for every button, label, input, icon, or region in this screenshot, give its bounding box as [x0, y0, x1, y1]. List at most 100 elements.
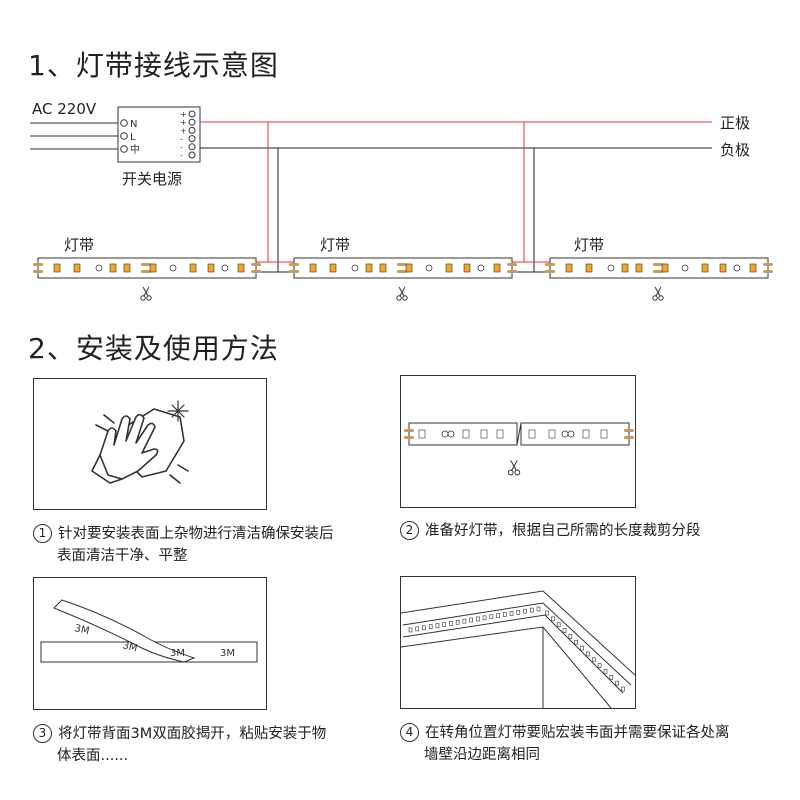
psu-output-terminal: + — [180, 110, 187, 119]
step1-text-line1: 针对要安装表面上杂物进行清洁确保安装后 — [58, 526, 334, 542]
led-chip — [580, 645, 584, 651]
strip-label-3: 灯带 — [574, 236, 605, 254]
led-strip — [520, 422, 634, 446]
led-chip — [509, 611, 514, 616]
strip-label-1: 灯带 — [64, 236, 95, 254]
resistor — [567, 430, 575, 438]
step3-illustration: 3M 3M 3M 3M — [33, 577, 267, 710]
copper-pad — [289, 263, 299, 266]
tape-label-4: 3M — [220, 648, 235, 659]
copper-pad — [404, 436, 414, 439]
power-supply-label: 开关电源 — [122, 170, 183, 188]
psu-input-terminal: L — [130, 132, 136, 143]
step4-text-line1: 在转角位置灯带要贴宏装韦面并需要保证各处离 — [425, 725, 730, 741]
copper-pad — [653, 270, 663, 273]
step2-number: 2 — [400, 521, 419, 540]
led-chip — [415, 626, 420, 632]
led-chip — [551, 616, 555, 622]
led-chip — [701, 263, 709, 273]
copper-pad — [33, 263, 43, 266]
copper-pad — [397, 270, 407, 273]
led-chip — [562, 628, 567, 633]
led-chip — [719, 263, 727, 273]
section1-title: 1、灯带接线示意图 — [28, 49, 279, 82]
led-chip — [463, 263, 471, 273]
led-chip — [621, 263, 629, 273]
tape-label-3: 3M — [170, 648, 185, 659]
step1-text-line2: 表面清洁干净、平整 — [57, 548, 188, 564]
led-chip — [480, 429, 488, 439]
led-chip — [523, 608, 527, 614]
corner-install-diagram — [401, 590, 635, 708]
step2-caption: 2 准备好灯带，根据自己所需的长度裁剪分段 — [400, 520, 701, 542]
led-chip — [469, 617, 473, 623]
ac-voltage-label: AC 220V — [32, 100, 97, 118]
resistor — [95, 264, 103, 272]
led-chip — [445, 263, 453, 273]
led-chip — [545, 610, 549, 616]
step4-number: 4 — [400, 723, 419, 742]
step2-illustration — [400, 375, 636, 508]
led-chip — [329, 263, 337, 273]
strip-body — [520, 422, 630, 446]
resistor — [447, 430, 455, 438]
led-chip — [149, 263, 157, 273]
led-chip — [442, 622, 446, 627]
resistor — [221, 264, 229, 272]
copper-pad — [653, 263, 663, 266]
step3-text-line2: 体表面...... — [57, 748, 129, 764]
led-chip — [73, 263, 81, 273]
led-chip — [528, 429, 536, 439]
led-chip — [53, 263, 61, 273]
step1-caption: 1 针对要安装表面上杂物进行清洁确保安装后 表面清洁干净、平整 — [33, 523, 334, 567]
led-chip — [428, 624, 433, 629]
copper-pad — [507, 270, 517, 273]
step1-number: 1 — [33, 524, 52, 543]
led-chip — [615, 680, 619, 686]
resistor — [351, 264, 359, 272]
copper-pad — [507, 263, 517, 266]
wiring-diagram: NL中+++--- — [30, 106, 773, 301]
strip-label-2: 灯带 — [320, 236, 351, 254]
section2-title: 2、安装及使用方法 — [28, 332, 279, 365]
psu-output-terminal: - — [180, 135, 183, 144]
tape-label-1: 3M — [73, 623, 90, 637]
resistor — [477, 264, 485, 272]
led-chip — [493, 263, 501, 273]
copper-pad — [404, 429, 414, 432]
led-chip — [123, 263, 131, 273]
resistor — [681, 264, 689, 272]
scissors-icon — [507, 460, 521, 476]
step2-text-line1: 准备好灯带，根据自己所需的长度裁剪分段 — [425, 523, 701, 539]
tape-label-2: 3M — [121, 640, 138, 654]
psu-output-terminal: - — [180, 143, 183, 152]
led-chip — [536, 606, 541, 612]
led-chip — [591, 657, 596, 663]
strip-body — [549, 257, 769, 279]
scissors-icon — [652, 286, 664, 301]
led-chip — [503, 612, 507, 617]
copper-pad — [763, 263, 773, 266]
led-chip — [529, 607, 534, 613]
led-chip — [462, 429, 470, 439]
copper-pad — [624, 429, 634, 432]
strip-body — [37, 257, 257, 279]
led-chip — [516, 610, 521, 615]
psu-input-terminal: 中 — [130, 143, 140, 156]
led-chip — [635, 263, 643, 273]
copper-pad — [763, 270, 773, 273]
resistor — [733, 264, 741, 272]
copper-pad — [289, 270, 299, 273]
led-chip — [496, 613, 500, 618]
copper-pad — [141, 263, 151, 266]
led-chip — [449, 621, 453, 626]
copper-pad — [251, 270, 261, 273]
led-chip — [548, 429, 556, 439]
resistor — [441, 430, 449, 438]
led-chip — [379, 263, 387, 273]
led-chip — [109, 263, 117, 273]
psu-output-terminal: - — [180, 151, 183, 160]
cut-strip-diagram — [404, 422, 634, 476]
led-chip — [422, 625, 426, 631]
